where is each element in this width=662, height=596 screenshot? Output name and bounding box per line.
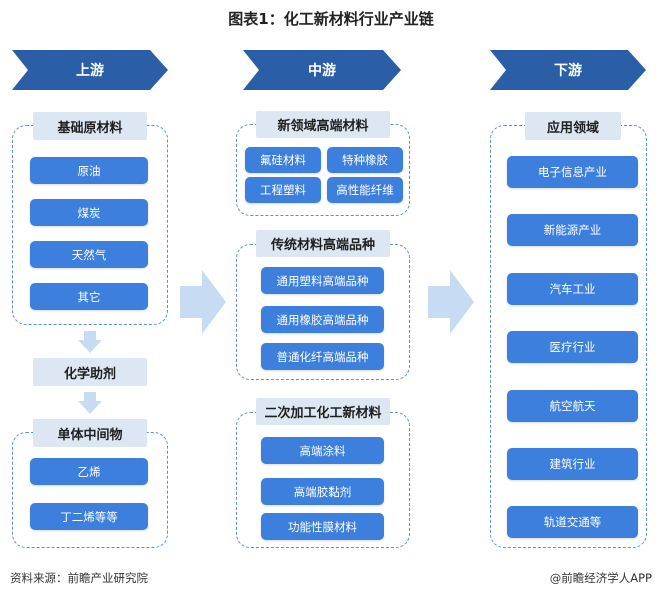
trad-item-plastics[interactable]: 通用塑料高端品种 bbox=[261, 267, 384, 294]
raw-item-natural-gas[interactable]: 天然气 bbox=[30, 241, 148, 268]
stage-downstream-chevron: 下游 bbox=[490, 50, 646, 90]
chemical-additives-header: 化学助剂 bbox=[33, 358, 147, 386]
trad-item-rubber[interactable]: 通用橡胶高端品种 bbox=[261, 306, 384, 333]
page-title: 图表1：化工新材料行业产业链 bbox=[228, 10, 434, 28]
stage-upstream-label: 上游 bbox=[76, 63, 104, 79]
down-arrow-icon bbox=[78, 331, 102, 353]
stage-downstream-label: 下游 bbox=[554, 63, 582, 79]
raw-item-crude-oil[interactable]: 原油 bbox=[30, 157, 148, 184]
monomer-item-ethylene[interactable]: 乙烯 bbox=[30, 458, 148, 485]
monomer-item-butadiene[interactable]: 丁二烯等等 bbox=[30, 503, 148, 530]
new-field-header: 新领域高端材料 bbox=[256, 111, 390, 138]
right-arrow-icon bbox=[428, 270, 474, 334]
raw-item-coal[interactable]: 煤炭 bbox=[30, 199, 148, 226]
right-arrow-icon bbox=[180, 270, 226, 334]
sec-item-coatings[interactable]: 高端涂料 bbox=[261, 437, 384, 464]
app-item-rail-transit[interactable]: 轨道交通等 bbox=[507, 506, 638, 538]
new-item-high-performance-fiber[interactable]: 高性能纤维 bbox=[327, 177, 403, 203]
traditional-header: 传统材料高端品种 bbox=[256, 230, 390, 257]
down-arrow-icon bbox=[78, 392, 102, 414]
stage-upstream-chevron: 上游 bbox=[12, 50, 168, 90]
new-item-special-rubber[interactable]: 特种橡胶 bbox=[327, 147, 403, 173]
sec-item-adhesives[interactable]: 高端胶黏剂 bbox=[261, 478, 384, 505]
monomer-header: 单体中间物 bbox=[33, 419, 147, 447]
trad-item-fiber[interactable]: 普通化纤高端品种 bbox=[261, 343, 384, 370]
new-item-engineering-plastics[interactable]: 工程塑料 bbox=[245, 177, 321, 203]
application-header: 应用领域 bbox=[525, 112, 621, 140]
app-item-aerospace[interactable]: 航空航天 bbox=[507, 390, 638, 422]
app-item-automotive[interactable]: 汽车工业 bbox=[507, 273, 638, 305]
stage-midstream-chevron: 中游 bbox=[243, 50, 401, 90]
secondary-header: 二次加工化工新材料 bbox=[256, 398, 390, 425]
monomer-group bbox=[12, 432, 168, 548]
sec-item-membranes[interactable]: 功能性膜材料 bbox=[261, 513, 384, 540]
brand-note: @前瞻经济学人APP bbox=[549, 571, 652, 585]
new-item-fluorosilicone[interactable]: 氟硅材料 bbox=[245, 147, 321, 173]
stage-midstream-label: 中游 bbox=[308, 63, 336, 79]
app-item-electronics[interactable]: 电子信息产业 bbox=[507, 156, 638, 188]
source-note: 资料来源：前瞻产业研究院 bbox=[10, 571, 148, 585]
app-item-medical[interactable]: 医疗行业 bbox=[507, 331, 638, 363]
app-item-new-energy[interactable]: 新能源产业 bbox=[507, 214, 638, 246]
raw-materials-header: 基础原材料 bbox=[33, 112, 147, 140]
raw-item-other[interactable]: 其它 bbox=[30, 283, 148, 310]
app-item-construction[interactable]: 建筑行业 bbox=[507, 448, 638, 480]
